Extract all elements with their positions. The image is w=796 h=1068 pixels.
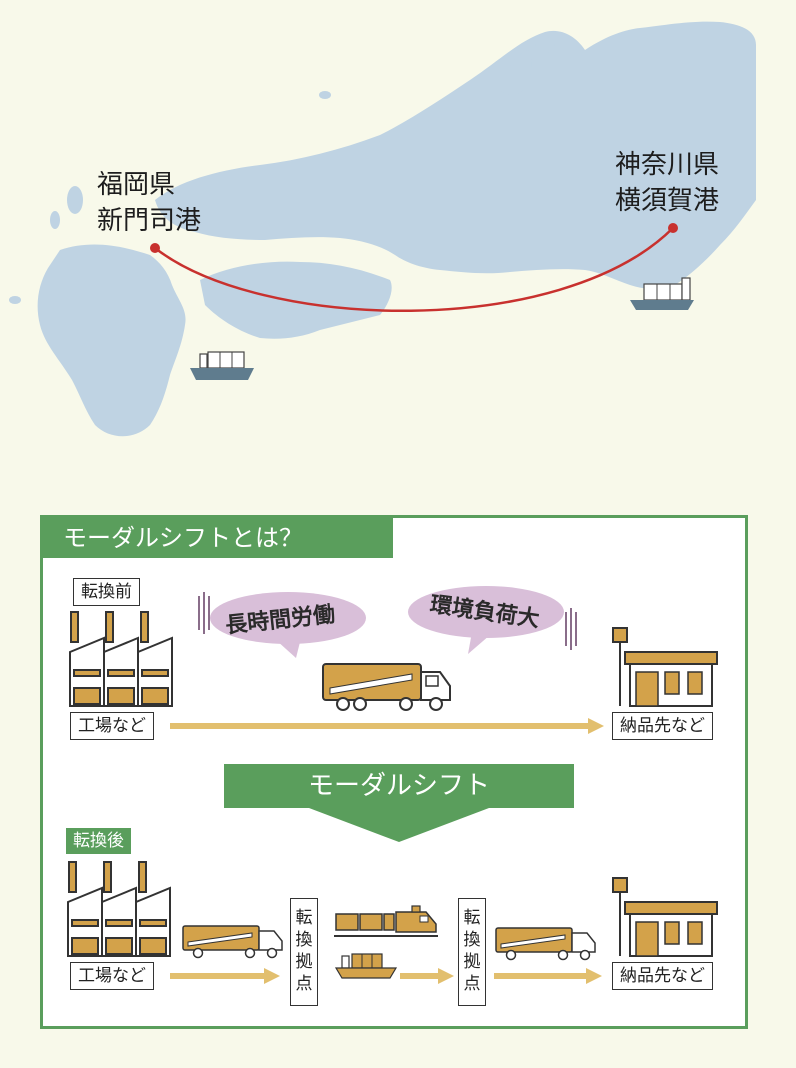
noto-peninsula [500,50,532,96]
arrow-right-icon [170,718,604,734]
issue-bubble-right [408,586,577,654]
panel-title: モーダルシフトとは？ [43,518,393,558]
after-destination-label: 納品先など [612,962,713,990]
oki-island [319,91,331,99]
transfer-hub-right: 転 換 拠 点 [458,898,486,1006]
truck-icon [322,663,451,711]
origin-port-label: 福岡県 新門司港 [97,170,202,236]
transfer-hub-left: 転 換 拠 点 [290,898,318,1006]
ship-icon [630,277,694,310]
ship-icon [334,953,398,979]
after-source-label: 工場など [70,962,154,990]
destination-port-marker [668,223,678,233]
shikoku-island [200,261,392,339]
arrow-right-icon [170,968,280,984]
train-icon [334,905,438,937]
before-source-label: 工場など [70,712,154,740]
before-destination-label: 納品先など [612,712,713,740]
modal-shift-heading: モーダルシフト [224,764,574,808]
truck-icon [182,925,283,959]
arrow-right-icon [400,968,454,984]
after-tag: 転換後 [66,828,131,854]
shipping-route [154,227,674,313]
down-arrow-icon [309,808,489,842]
destination-port-label: 神奈川県 横須賀港 [615,150,720,216]
truck-icon [495,927,596,961]
small-island-b [50,211,60,229]
kyushu-island [37,244,186,437]
issue-bubble-left [198,592,366,658]
origin-port-marker [150,243,160,253]
small-island-a [67,186,83,214]
ship-icon [190,351,254,380]
store-icon [612,877,718,957]
store-icon [612,627,718,707]
before-tag: 転換前 [73,578,140,606]
small-island-c [9,296,21,304]
sado-island [535,37,555,53]
honshu-island [155,21,756,289]
factory-icon [67,861,171,957]
factory-icon [69,611,173,707]
japan-map [9,21,756,437]
arrow-right-icon [494,968,602,984]
